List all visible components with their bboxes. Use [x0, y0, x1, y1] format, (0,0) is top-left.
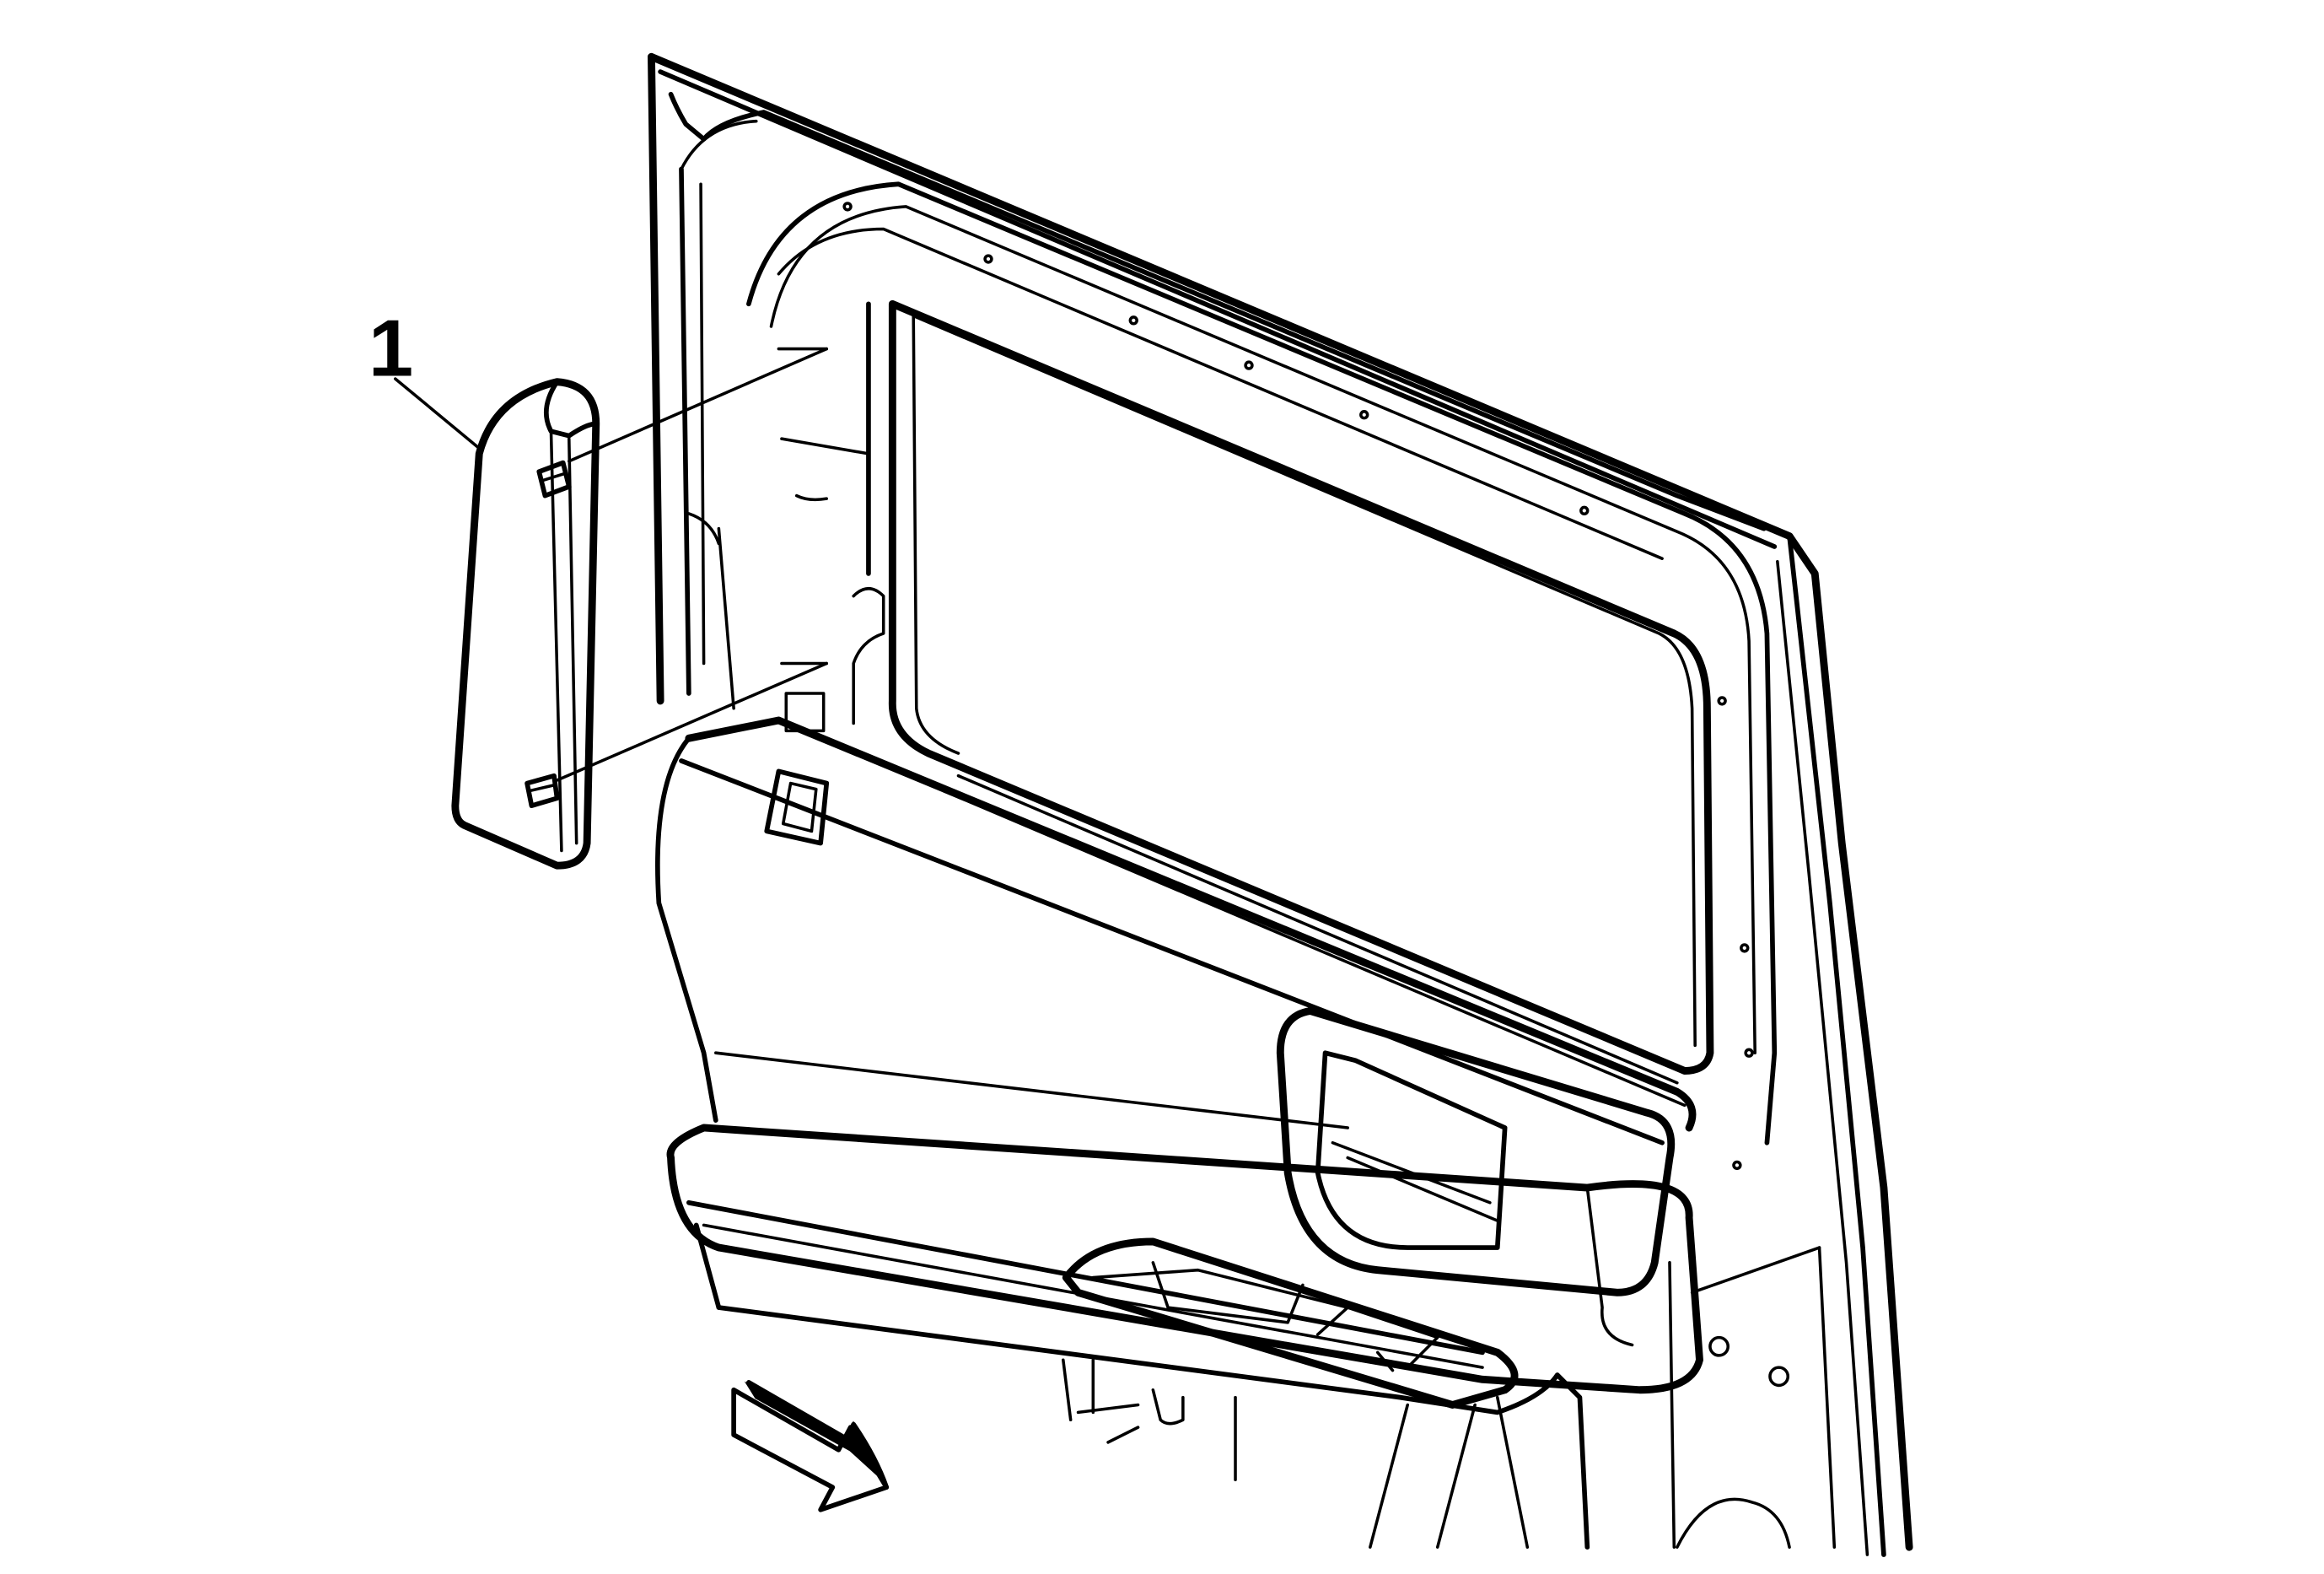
forward-direction-arrow: [731, 1380, 890, 1512]
pillar-trim-piece: [451, 347, 829, 870]
rivet-holes: [842, 202, 1754, 1171]
callout-number: 1: [369, 304, 413, 394]
retainer-clip: [525, 773, 560, 809]
door-trim-panel: [655, 716, 1703, 1550]
door-frame: [648, 52, 1913, 1557]
retainer-clip: [536, 460, 572, 499]
callout-1: 1: [369, 304, 484, 453]
